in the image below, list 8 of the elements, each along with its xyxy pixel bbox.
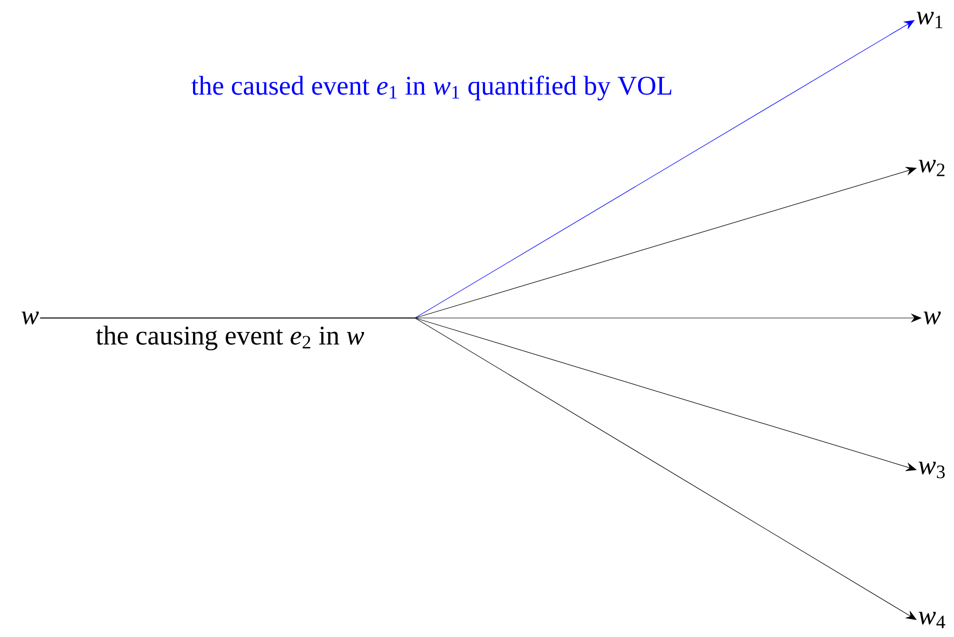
world-label: w$_{3}$: [918, 462, 945, 478]
world-label: w: [924, 312, 941, 324]
world-label: w$_{1}$: [916, 12, 942, 28]
world-label: w$_{2}$: [918, 160, 944, 176]
annotation-text: the causing event e$_{2}$ in w: [94, 324, 366, 352]
edge-label: the caused event e$_{1}$ in w$_{1}$ quantified by VOL: [191, 76, 672, 100]
world-label: w: [22, 312, 39, 324]
world-label: w$_{4}$: [918, 612, 946, 628]
